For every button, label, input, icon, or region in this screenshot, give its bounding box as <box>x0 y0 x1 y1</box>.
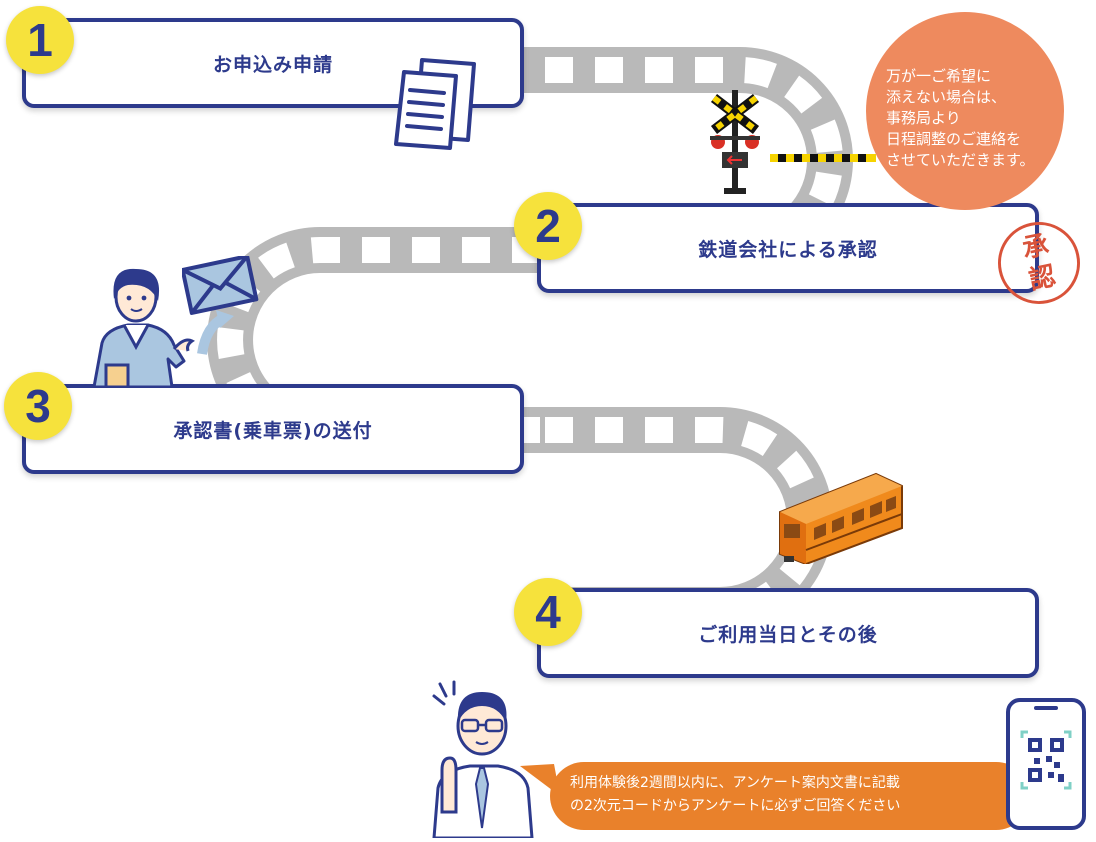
document-icon <box>394 58 476 150</box>
step-4-badge: 4 <box>514 578 582 646</box>
step-2-badge: 2 <box>514 192 582 260</box>
stamp-text: 承認 <box>1019 229 1059 297</box>
step-4-label: ご利用当日とその後 <box>698 623 878 646</box>
railroad-crossing-icon <box>710 90 876 194</box>
woman-icon <box>92 268 195 387</box>
survey-speech-bubble <box>550 762 1030 830</box>
step-2-label: 鉄道会社による承認 <box>698 238 878 261</box>
step-4-box: ご利用当日とその後 <box>537 588 1039 678</box>
survey-text: 利用体験後2週間以内に、アンケート案内文書に記載 の2次元コードからアンケートに… <box>570 775 901 814</box>
notice-bubble <box>866 12 1064 210</box>
step-3-badge: 3 <box>4 372 72 440</box>
step-3-box: 承認書(乗車票)の送付 <box>22 384 524 474</box>
notice-text: 万が一ご希望に 添えない場合は、 事務局より 日程調整のご連絡を させていただき… <box>886 67 1035 169</box>
smartphone-qr-icon <box>1006 698 1086 830</box>
train-icon <box>779 472 903 564</box>
step-3-label: 承認書(乗車票)の送付 <box>173 419 373 442</box>
man-icon <box>432 680 534 838</box>
envelope-icon <box>182 256 259 355</box>
step-1-badge: 1 <box>6 6 74 74</box>
step-1-label: お申込み申請 <box>212 53 333 76</box>
step-2-box: 鉄道会社による承認 <box>537 203 1039 293</box>
